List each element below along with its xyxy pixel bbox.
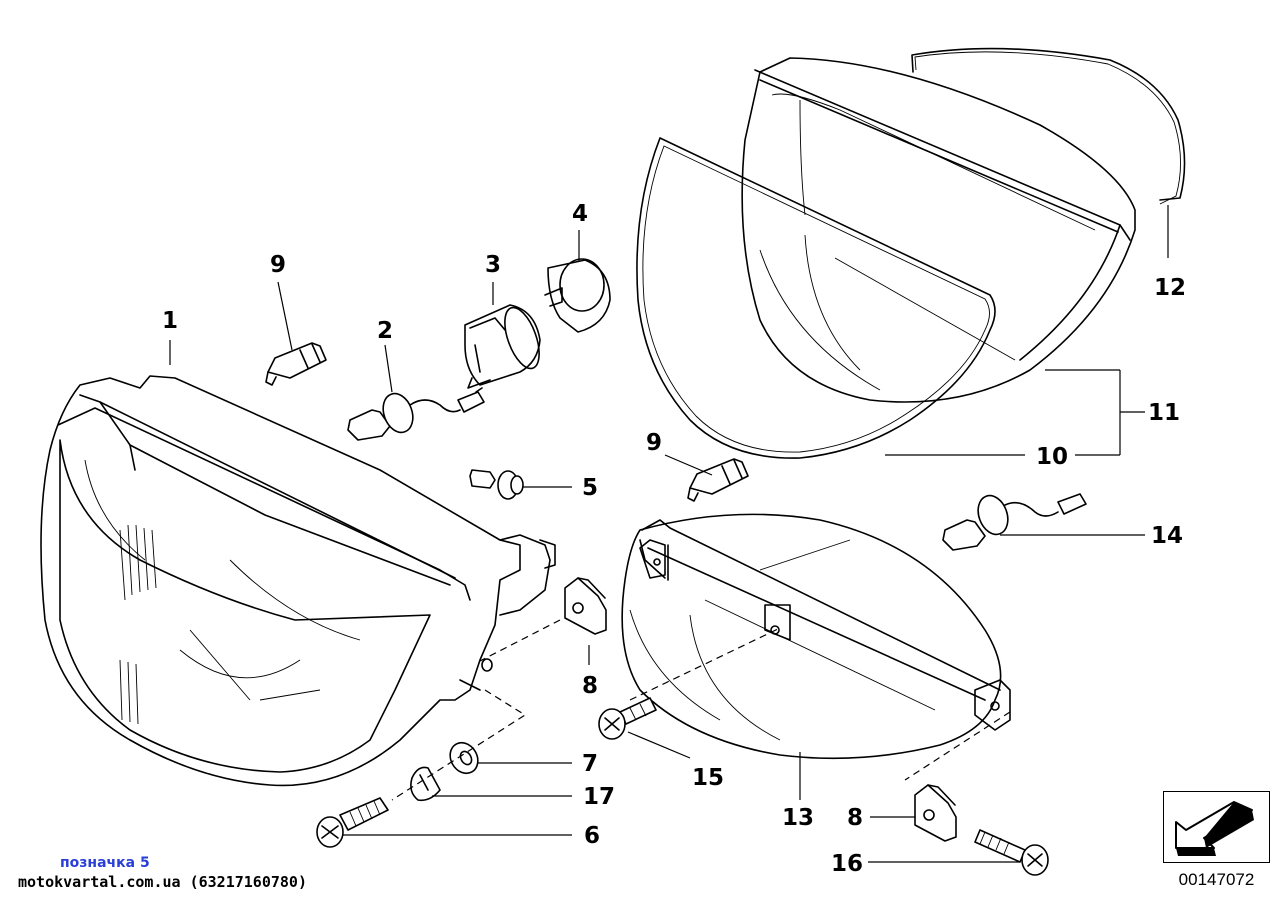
callout-8-upper: 8 bbox=[582, 673, 598, 699]
callout-9-left: 9 bbox=[270, 252, 286, 278]
watermark: позначка 5 motokvartal.com.ua (632171607… bbox=[18, 854, 307, 892]
socket-bulb-part-2 bbox=[942, 493, 1087, 551]
small-bulb-part bbox=[265, 342, 327, 386]
watermark-url: motokvartal.com.ua (63217160780) bbox=[18, 873, 307, 891]
callout-13: 13 bbox=[782, 805, 814, 831]
callout-8-lower: 8 bbox=[847, 805, 863, 831]
wire-spring-part bbox=[911, 47, 1186, 205]
callout-15: 15 bbox=[692, 765, 724, 791]
callout-14: 14 bbox=[1151, 523, 1183, 549]
headlight-housing-part bbox=[40, 375, 556, 787]
callout-4: 4 bbox=[572, 201, 588, 227]
flange-bulb-part bbox=[469, 469, 524, 500]
callout-17: 17 bbox=[583, 784, 615, 810]
watermark-label: позначка 5 bbox=[60, 855, 150, 871]
doc-symbol-box bbox=[1163, 791, 1270, 863]
callout-9-right: 9 bbox=[646, 430, 662, 456]
ring-part bbox=[544, 258, 611, 333]
callout-10: 10 bbox=[1036, 444, 1068, 470]
clip-nut-part bbox=[410, 766, 441, 802]
leader-lines bbox=[169, 205, 1169, 863]
socket-bulb-part bbox=[347, 387, 485, 441]
clip-part-2 bbox=[914, 784, 957, 842]
document-number: 00147072 bbox=[1178, 870, 1255, 889]
callout-7: 7 bbox=[582, 751, 598, 777]
callout-12: 12 bbox=[1154, 275, 1186, 301]
assembly-lines bbox=[391, 619, 1011, 801]
callout-16: 16 bbox=[831, 851, 863, 877]
arrow-down-left-icon bbox=[1175, 801, 1254, 856]
screw-part bbox=[316, 797, 389, 848]
callout-6: 6 bbox=[584, 823, 600, 849]
callout-11: 11 bbox=[1148, 400, 1180, 426]
washer-part bbox=[449, 741, 479, 775]
callout-1: 1 bbox=[162, 308, 178, 334]
small-bulb-part-2 bbox=[687, 458, 749, 502]
callout-3: 3 bbox=[485, 252, 501, 278]
lower-lens-part bbox=[621, 513, 1011, 760]
screw-part-3 bbox=[974, 829, 1049, 876]
seal-part bbox=[636, 137, 996, 459]
screw-part-2 bbox=[598, 697, 657, 740]
callout-labels: 1 2 3 4 5 6 7 8 8 9 9 10 11 12 13 14 15 … bbox=[162, 201, 1186, 877]
callout-5: 5 bbox=[582, 475, 598, 501]
callout-2: 2 bbox=[377, 318, 393, 344]
headlight-lens-part bbox=[741, 57, 1136, 403]
bulb-holder-part bbox=[464, 304, 541, 389]
clip-part bbox=[564, 577, 607, 635]
